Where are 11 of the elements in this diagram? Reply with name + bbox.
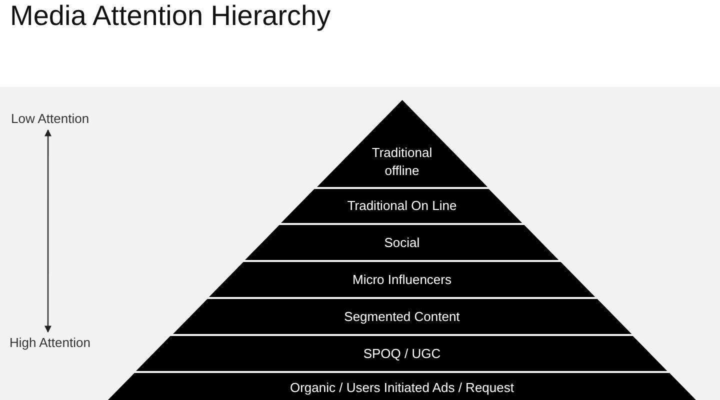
pyramid-tier: Social: [245, 225, 559, 260]
pyramid-tier: SPOQ / UGC: [136, 336, 668, 371]
pyramid-tier: Segmented Content: [172, 299, 632, 334]
double-arrow: [44, 129, 52, 333]
scale-label: Low Attention: [11, 111, 90, 127]
pyramid-tier: Traditional On Line: [281, 189, 523, 223]
scale-label: High Attention: [10, 335, 90, 351]
slide-title: Media Attention Hierarchy: [10, 0, 331, 32]
pyramid-tier: Organic / Users Initiated Ads / Request: [106, 373, 698, 400]
pyramid-tier: Traditional offline: [316, 100, 488, 187]
pyramid-tier: Micro Influencers: [208, 262, 596, 297]
